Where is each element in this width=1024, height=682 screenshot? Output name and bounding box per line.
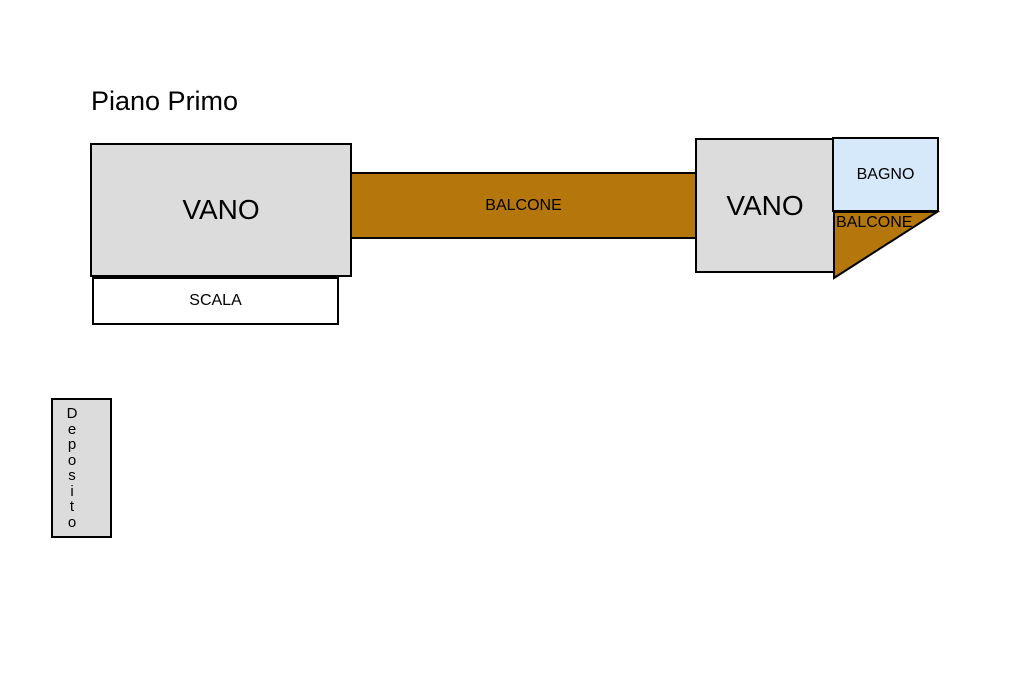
deposito-letter: D [66,405,78,422]
room-vano-left: VANO [90,143,352,277]
deposito-letter: e [67,420,77,438]
room-label-vano-right: VANO [726,189,804,221]
deposito-letter: o [67,451,77,469]
deposito-letter: o [67,513,77,531]
deposito-letter: s [68,467,76,484]
room-label-balcone-right: BALCONE [836,214,913,231]
plan-title: Piano Primo [91,86,239,116]
deposito-letter: i [70,482,74,500]
room-balcone-middle: BALCONE [350,172,697,239]
room-label-scala: SCALA [189,292,242,309]
room-bagno: BAGNO [832,137,939,212]
room-label-balcone-middle: BALCONE [485,196,562,214]
room-label-bagno: BAGNO [856,165,915,183]
deposito-letter: t [69,498,75,515]
room-scala: SCALA [92,277,339,325]
room-vano-right: VANO [695,138,835,273]
deposito-letter: p [67,436,77,453]
room-label-vano-left: VANO [182,194,260,225]
